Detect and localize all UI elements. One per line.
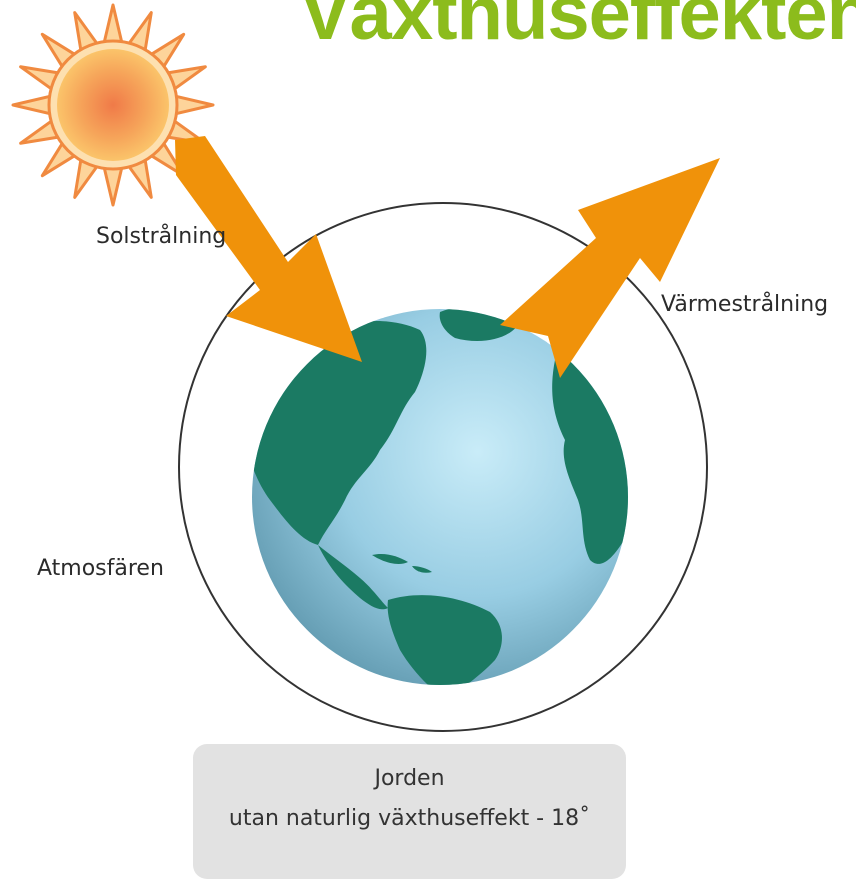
solar-radiation-arrow	[175, 136, 362, 362]
solar-radiation-label: Solstrålning	[96, 224, 227, 249]
caption-box: Jorden utan naturlig växthuseffekt - 18˚	[193, 744, 626, 879]
sun-ray	[102, 164, 124, 207]
sun-ray	[11, 94, 54, 116]
heat-radiation-arrow	[500, 158, 720, 378]
heat-radiation-label: Värmestrålning	[661, 292, 829, 317]
sun-ray	[172, 94, 215, 116]
atmosphere-label: Atmosfären	[37, 556, 164, 581]
sun-disc	[57, 49, 169, 161]
earth-globe-icon	[252, 309, 628, 685]
diagram-title: Växthuseffekten	[300, 0, 856, 56]
sun-icon	[11, 3, 215, 207]
atmosphere-ring	[178, 202, 708, 732]
caption-subtitle: utan naturlig växthuseffekt - 18˚	[228, 806, 591, 831]
sun-ray	[102, 3, 124, 46]
caption-title: Jorden	[374, 766, 445, 791]
